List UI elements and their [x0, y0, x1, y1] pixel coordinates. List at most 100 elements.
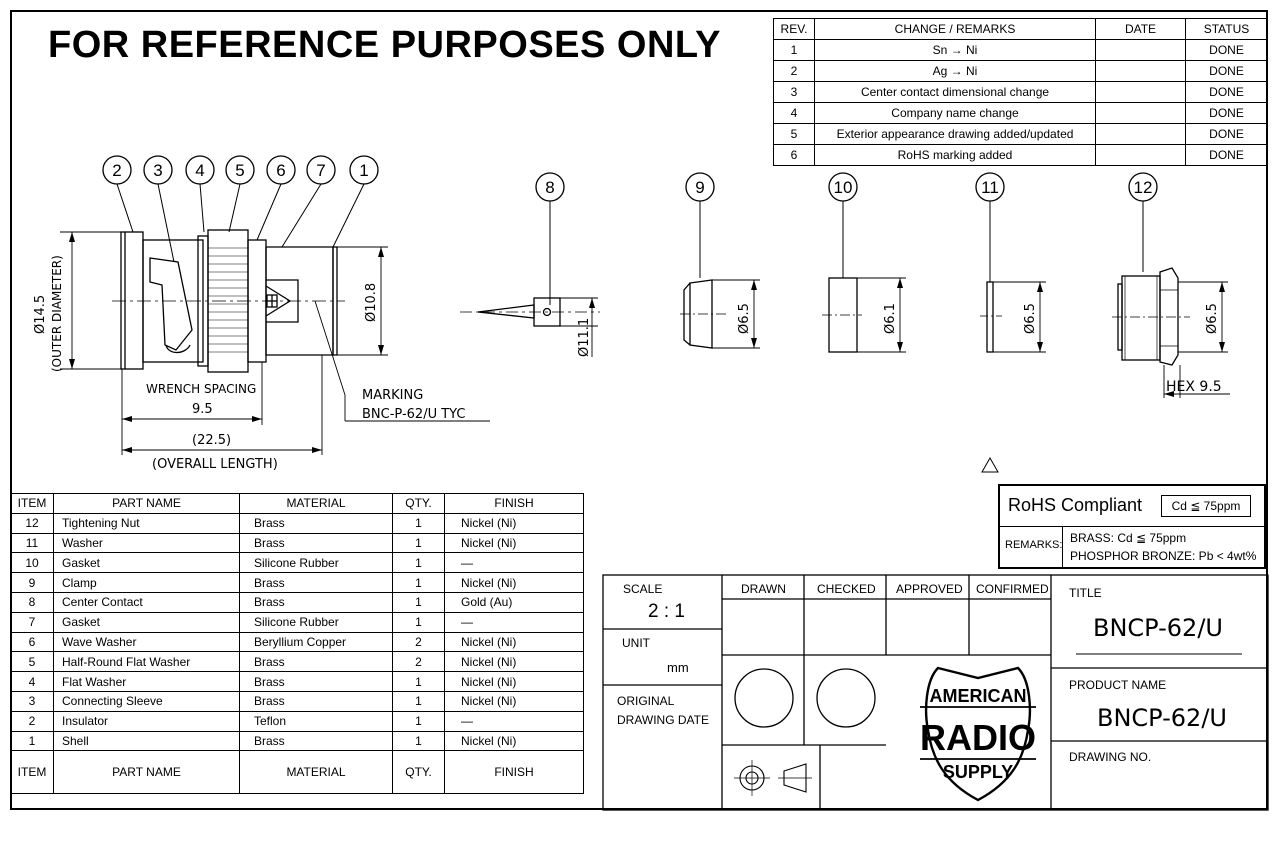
rohs-remark: BRASS: Cd ≦ 75ppm	[1070, 531, 1187, 545]
tightening-nut-drawing	[1112, 267, 1230, 398]
balloon-label: 6	[276, 161, 285, 180]
item-number: 10	[10, 552, 54, 574]
diameter-6-1-dim: Ø6.1	[883, 303, 898, 334]
balloon-label: 5	[235, 161, 244, 180]
item-number: 3	[10, 690, 54, 712]
approved-label: APPROVED	[896, 582, 963, 596]
part-finish: Nickel (Ni)	[444, 631, 584, 653]
item-number: 7	[10, 611, 54, 633]
logo-text: RADIO	[920, 717, 1036, 758]
company-logo: AMERICAN RADIO SUPPLY	[920, 686, 1036, 782]
revision-row: 3 Center contact dimensional change DONE	[773, 81, 1268, 103]
parts-footer-header: QTY.	[392, 750, 445, 795]
wrench-spacing-value: 9.5	[192, 402, 213, 417]
balloon-label: 8	[545, 178, 554, 197]
part-material: Teflon	[239, 710, 393, 732]
marking-label: MARKING	[362, 388, 423, 403]
confirmed-label: CONFIRMED	[976, 582, 1049, 596]
reference-banner: FOR REFERENCE PURPOSES ONLY	[48, 24, 721, 66]
part-finish: Nickel (Ni)	[444, 512, 584, 534]
scale-value: 2 : 1	[648, 601, 685, 622]
part-name: Shell	[53, 730, 240, 752]
part-finish: Gold (Au)	[444, 591, 584, 613]
balloon-label: 4	[195, 161, 204, 180]
part-material: Silicone Rubber	[239, 611, 393, 633]
part-finish: Nickel (Ni)	[444, 671, 584, 692]
scale-label: SCALE	[623, 582, 663, 596]
part-qty: 1	[392, 552, 445, 574]
part-finish: Nickel (Ni)	[444, 690, 584, 712]
item-number: 8	[10, 591, 54, 613]
logo-text: SUPPLY	[943, 762, 1013, 782]
drawn-label: DRAWN	[741, 582, 786, 596]
diameter-10-8-dim: Ø10.8	[364, 283, 379, 322]
hex-dim: HEX 9.5	[1166, 379, 1222, 395]
part-qty: 1	[392, 532, 445, 554]
balloon-label: 2	[112, 161, 121, 180]
rohs-title: RoHS Compliant	[1008, 495, 1143, 515]
balloon-label: 12	[1134, 178, 1153, 197]
revision-header: STATUS	[1185, 18, 1268, 40]
signature-circle	[734, 668, 794, 728]
revision-row: 5 Exterior appearance drawing added/upda…	[773, 123, 1268, 145]
drawing-date-label: DRAWING DATE	[617, 713, 709, 727]
title-value: BNCP-62/U	[1093, 614, 1223, 642]
part-material: Brass	[239, 730, 393, 752]
part-material: Brass	[239, 532, 393, 554]
part-qty: 1	[392, 671, 445, 692]
product-name-value: BNCP-62/U	[1097, 704, 1227, 732]
revision-number: 6	[773, 144, 815, 166]
clamp-drawing	[680, 279, 760, 349]
signature-circle	[816, 668, 876, 728]
title-label: TITLE	[1069, 586, 1102, 600]
part-name: Center Contact	[53, 591, 240, 613]
parts-footer-row: ITEM PART NAME MATERIAL QTY. FINISH	[10, 750, 584, 795]
connector-body	[120, 229, 338, 373]
overall-length-value: (22.5)	[192, 433, 231, 448]
part-name: Flat Washer	[53, 671, 240, 692]
part-qty: 1	[392, 572, 445, 593]
part-qty: 1	[392, 611, 445, 633]
item-number: 6	[10, 631, 54, 653]
parts-header: FINISH	[444, 493, 584, 514]
parts-footer-header: ITEM	[10, 750, 54, 795]
center-contact-drawing	[460, 297, 600, 357]
checked-label: CHECKED	[817, 582, 876, 596]
item-number: 4	[10, 671, 54, 692]
diameter-6-5-dim: Ø6.5	[1023, 303, 1038, 334]
balloon-label: 11	[981, 178, 999, 197]
parts-header-row: ITEM PART NAME MATERIAL QTY. FINISH	[10, 493, 584, 514]
part-material: Brass	[239, 651, 393, 673]
revision-row: 1 Sn → Ni DONE	[773, 39, 1268, 61]
part-name: Connecting Sleeve	[53, 690, 240, 712]
balloon-label: 1	[359, 161, 368, 180]
drawing-frame	[10, 10, 1268, 810]
parts-header: PART NAME	[53, 493, 240, 514]
item-number: 2	[10, 710, 54, 732]
rohs-remarks-cell: REMARKS:	[1000, 526, 1063, 567]
part-name: Half-Round Flat Washer	[53, 651, 240, 673]
part-material: Brass	[239, 690, 393, 712]
outer-diameter-dim: Ø14.5	[33, 295, 48, 334]
part-name: Tightening Nut	[53, 512, 240, 534]
rohs-box: RoHS Compliant Cd ≦ 75ppm REMARKS: BRASS…	[998, 484, 1266, 569]
product-name-label: PRODUCT NAME	[1069, 678, 1167, 692]
gasket-drawing	[822, 277, 906, 353]
diameter-6-5-dim: Ø6.5	[737, 303, 752, 334]
drawing-no-label: DRAWING NO.	[1069, 750, 1152, 764]
part-material: Silicone Rubber	[239, 552, 393, 574]
item-number: 12	[10, 512, 54, 534]
washer-drawing	[980, 281, 1046, 353]
part-material: Brass	[239, 572, 393, 593]
unit-label: UNIT	[622, 636, 650, 650]
marking-value: BNC-P-62/U TYC	[362, 407, 465, 422]
